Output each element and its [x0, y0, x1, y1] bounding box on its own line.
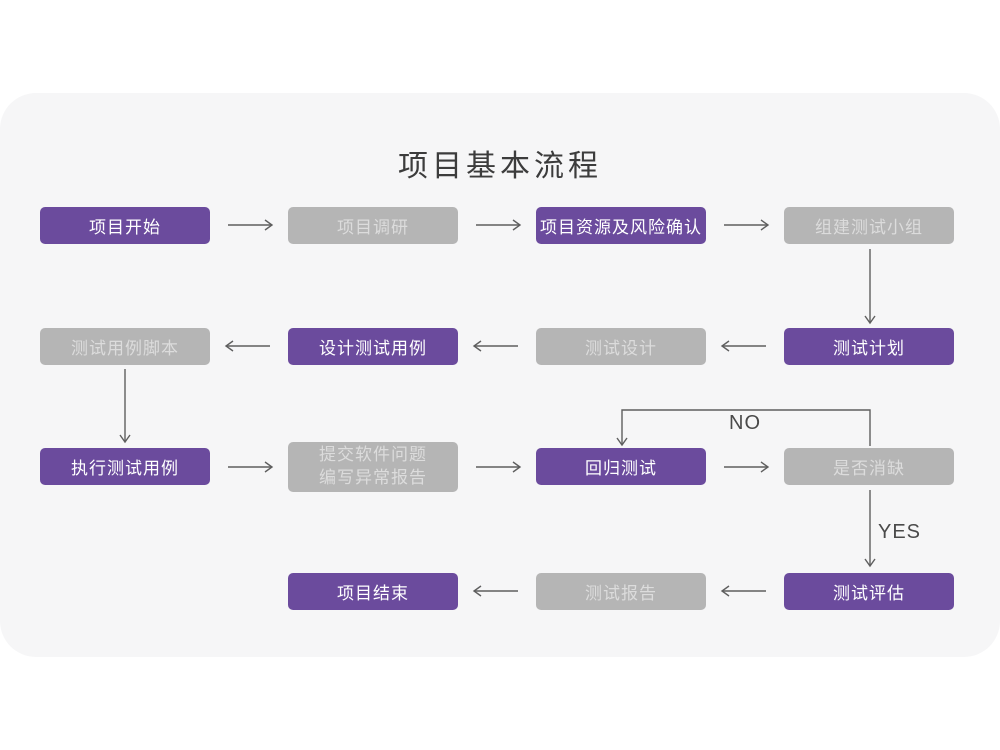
node-label: 测试设计 — [585, 339, 657, 358]
flow-node-test-plan: 测试计划 — [784, 328, 954, 365]
node-label: 测试计划 — [833, 339, 905, 358]
node-label: 设计测试用例 — [319, 339, 427, 358]
node-label: 测试评估 — [833, 584, 905, 603]
node-label: 项目结束 — [337, 584, 409, 603]
flow-node-build-test-team: 组建测试小组 — [784, 207, 954, 244]
flow-node-execute-test-cases: 执行测试用例 — [40, 448, 210, 485]
node-label: 项目调研 — [337, 218, 409, 237]
flow-node-test-evaluation: 测试评估 — [784, 573, 954, 610]
node-label: 项目资源及风险确认 — [540, 218, 702, 237]
node-label: 项目开始 — [89, 218, 161, 237]
edge-label-no: NO — [729, 412, 761, 434]
node-label: 测试报告 — [585, 584, 657, 603]
node-label: 是否消缺 — [833, 459, 905, 478]
node-label: 组建测试小组 — [815, 218, 923, 237]
flow-node-submit-issues-report: 提交软件问题 编写异常报告 — [288, 442, 458, 492]
flow-node-regression-test: 回归测试 — [536, 448, 706, 485]
flowchart-card — [0, 93, 1000, 657]
flow-node-test-design: 测试设计 — [536, 328, 706, 365]
flow-node-project-research: 项目调研 — [288, 207, 458, 244]
node-label-line2: 编写异常报告 — [319, 468, 427, 487]
node-label: 测试用例脚本 — [71, 339, 179, 358]
edge-label-yes: YES — [878, 521, 922, 543]
flow-node-project-end: 项目结束 — [288, 573, 458, 610]
node-label: 执行测试用例 — [71, 459, 179, 478]
flow-node-test-case-script: 测试用例脚本 — [40, 328, 210, 365]
flow-node-resources-risk-confirm: 项目资源及风险确认 — [536, 207, 706, 244]
page-title: 项目基本流程 — [398, 150, 602, 183]
node-label: 回归测试 — [585, 459, 657, 478]
flow-node-design-test-cases: 设计测试用例 — [288, 328, 458, 365]
flow-node-test-report: 测试报告 — [536, 573, 706, 610]
flow-node-project-start: 项目开始 — [40, 207, 210, 244]
flow-node-defect-cleared-check: 是否消缺 — [784, 448, 954, 485]
node-label-line1: 提交软件问题 — [319, 445, 427, 465]
